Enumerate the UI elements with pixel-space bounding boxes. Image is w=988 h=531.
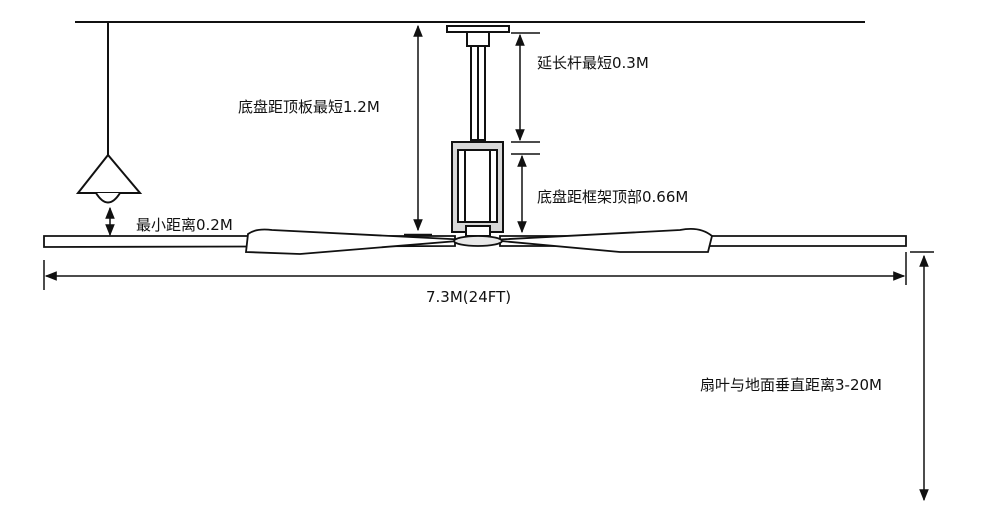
- blade-to-floor-dimension: [910, 251, 934, 502]
- extension-rod-dimension: [511, 32, 540, 143]
- chassis-to-ceiling-label: 底盘距顶板最短1.2M: [238, 98, 380, 116]
- motor-frame: [451, 141, 504, 237]
- span-dimension: [43, 252, 907, 290]
- fan-mount: [446, 25, 510, 141]
- blade-to-floor-label: 扇叶与地面垂直距离3-20M: [700, 376, 882, 394]
- span-label: 7.3M(24FT): [426, 288, 512, 306]
- min-distance-label: 最小距离0.2M: [136, 216, 233, 234]
- fan-blades: [43, 227, 907, 255]
- extension-rod-label: 延长杆最短0.3M: [537, 54, 649, 72]
- pendant-lamp: [75, 22, 143, 204]
- chassis-to-frame-top-label: 底盘距框架顶部0.66M: [537, 188, 689, 206]
- frame-top-dimension: [511, 153, 540, 234]
- min-distance-arrow: [96, 206, 128, 239]
